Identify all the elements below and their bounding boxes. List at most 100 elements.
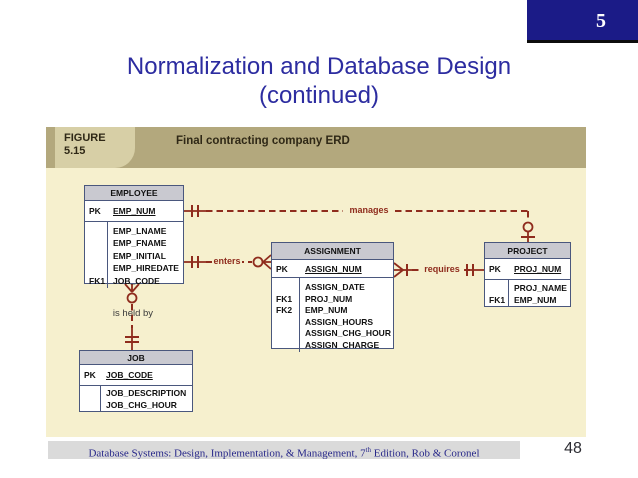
entity-assignment: ASSIGNMENT PK ASSIGN_NUM ASSIGN_DATE FK1 PROJ… bbox=[271, 242, 394, 352]
relationship-is-held-by: is held by bbox=[113, 283, 153, 350]
footer-superscript: th bbox=[365, 446, 372, 454]
attribute-row: FK1 JOB_CODE bbox=[85, 276, 183, 288]
pk-cell: PK bbox=[276, 263, 288, 274]
attribute-cell: EMP_NUM bbox=[305, 305, 348, 316]
entity-title: EMPLOYEE bbox=[85, 186, 183, 201]
attribute-row: FK1 PROJ_NUM bbox=[272, 294, 393, 306]
crow-foot-icon bbox=[262, 254, 272, 270]
figure-caption: Final contracting company ERD bbox=[176, 135, 350, 147]
page-title: Normalization and Database Design (conti… bbox=[0, 52, 638, 110]
cardinality-optional-circle-icon bbox=[252, 256, 264, 268]
attribute-row: PROJ_NAME bbox=[485, 283, 570, 295]
attribute-cell: ASSIGN_CHARGE bbox=[305, 339, 380, 350]
primary-key-row: PK EMP_NUM bbox=[85, 201, 183, 222]
cardinality-one-bars-icon bbox=[191, 205, 199, 217]
primary-key-row: PK ASSIGN_NUM bbox=[272, 260, 393, 278]
figure-header-band: FIGURE 5.15 Final contracting company ER… bbox=[46, 127, 586, 168]
attribute-cell: EMP_HIREDATE bbox=[113, 263, 179, 274]
attribute-row: ASSIGN_DATE bbox=[272, 282, 393, 294]
erd-canvas: manages enters bbox=[46, 168, 586, 437]
footer-credit: Database Systems: Design, Implementation… bbox=[48, 441, 520, 460]
crow-foot-icon bbox=[124, 283, 140, 293]
chapter-number-box: 5 bbox=[527, 0, 638, 43]
fk-cell bbox=[485, 283, 508, 295]
attribute-row: EMP_LNAME bbox=[85, 226, 183, 238]
fk-cell: FK1 bbox=[276, 293, 293, 304]
relationship-connectors: manages enters bbox=[113, 203, 535, 350]
footer-text-pre: Database Systems: Design, Implementation… bbox=[88, 447, 366, 460]
attribute-cell: JOB_DESCRIPTION bbox=[106, 388, 187, 398]
attribute-cell: JOB_CODE bbox=[113, 275, 160, 286]
fk-cell bbox=[272, 317, 299, 329]
fk-cell: FK1 bbox=[89, 275, 106, 286]
figure-label-number: 5.15 bbox=[64, 145, 86, 157]
attribute-row: JOB_CHG_HOUR bbox=[80, 400, 192, 412]
attribute-cell: ASSIGN_HOURS bbox=[305, 316, 374, 327]
attribute-row: JOB_DESCRIPTION bbox=[80, 388, 192, 400]
attribute-cell: PROJ_NUM bbox=[305, 293, 353, 304]
figure-label-box: FIGURE 5.15 bbox=[55, 127, 135, 168]
relationship-label-enters: enters bbox=[213, 256, 240, 266]
fk-cell: FK1 bbox=[489, 295, 506, 305]
cardinality-optional-circle-icon bbox=[126, 292, 138, 304]
fk-cell bbox=[85, 226, 107, 238]
primary-key-row: PK PROJ_NUM bbox=[485, 259, 570, 280]
entity-project: PROJECT PK PROJ_NUM PROJ_NAME FK1 EMP_NUM bbox=[484, 242, 571, 307]
attribute-cell: JOB_CHG_HOUR bbox=[106, 400, 177, 410]
attribute-row: ASSIGN_CHG_HOUR bbox=[272, 328, 393, 340]
attribute-cell: EMP_FNAME bbox=[113, 238, 167, 249]
title-line-1: Normalization and Database Design bbox=[126, 53, 512, 80]
attribute-row: EMP_INITIAL bbox=[85, 251, 183, 263]
relationship-requires: requires bbox=[393, 262, 484, 278]
fk-cell bbox=[85, 238, 107, 250]
attribute-row: EMP_FNAME bbox=[85, 238, 183, 250]
relationship-label-is-held-by: is held by bbox=[113, 308, 153, 319]
crow-foot-icon bbox=[393, 262, 404, 278]
pk-cell: PK bbox=[89, 206, 101, 216]
title-line-2: (continued) bbox=[258, 82, 380, 109]
pk-attribute: PROJ_NUM bbox=[514, 264, 562, 274]
fk-cell bbox=[272, 328, 299, 340]
pk-cell: PK bbox=[84, 370, 96, 380]
attribute-cell: EMP_NUM bbox=[514, 295, 557, 305]
relationship-label-manages: manages bbox=[349, 205, 388, 215]
fk-cell bbox=[272, 282, 299, 294]
pk-cell: PK bbox=[489, 264, 501, 274]
fk-cell bbox=[85, 263, 107, 275]
attribute-row: EMP_HIREDATE bbox=[85, 263, 183, 275]
fk-cell: FK2 bbox=[276, 305, 293, 316]
attribute-cell: ASSIGN_CHG_HOUR bbox=[305, 328, 391, 339]
attribute-row: ASSIGN_HOURS bbox=[272, 317, 393, 329]
fk-cell bbox=[85, 251, 107, 263]
footer-text-post: Edition, Rob & Coronel bbox=[371, 447, 480, 460]
cardinality-one-bars-icon bbox=[191, 256, 199, 268]
pk-attribute: JOB_CODE bbox=[106, 370, 153, 380]
cardinality-optional-circle-icon bbox=[522, 221, 534, 233]
pk-attribute: ASSIGN_NUM bbox=[305, 263, 362, 274]
cardinality-one-bars-icon bbox=[125, 336, 139, 343]
attribute-row: FK1 EMP_NUM bbox=[485, 295, 570, 307]
attribute-row: ASSIGN_CHARGE bbox=[272, 340, 393, 352]
cardinality-one-bars-icon bbox=[466, 264, 474, 276]
figure-panel: FIGURE 5.15 Final contracting company ER… bbox=[46, 127, 586, 437]
relationship-manages: manages bbox=[184, 203, 535, 242]
fk-cell bbox=[80, 400, 100, 412]
pk-attribute: EMP_NUM bbox=[113, 206, 156, 216]
attribute-cell: PROJ_NAME bbox=[514, 283, 567, 293]
attribute-cell: EMP_INITIAL bbox=[113, 250, 166, 261]
attribute-cell: ASSIGN_DATE bbox=[305, 282, 365, 292]
entity-title: PROJECT bbox=[485, 243, 570, 259]
attribute-list: JOB_DESCRIPTION JOB_CHG_HOUR bbox=[80, 386, 192, 412]
attribute-cell: EMP_LNAME bbox=[113, 226, 167, 236]
fk-cell bbox=[80, 388, 100, 400]
entity-title: ASSIGNMENT bbox=[272, 243, 393, 260]
fk-cell bbox=[272, 340, 299, 352]
attribute-list: PROJ_NAME FK1 EMP_NUM bbox=[485, 280, 570, 307]
relationship-enters: enters bbox=[184, 254, 272, 270]
page-number: 48 bbox=[564, 440, 582, 457]
